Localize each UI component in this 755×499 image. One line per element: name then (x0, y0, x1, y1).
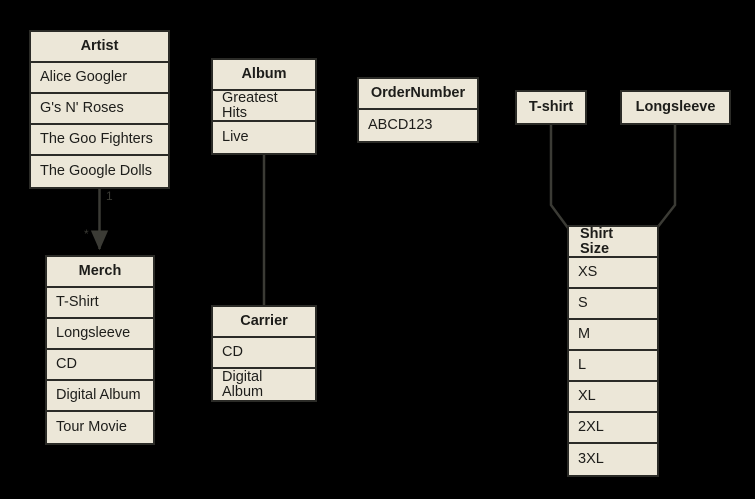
entity-header-merch: Merch (47, 257, 153, 288)
entity-row[interactable]: Greatest Hits (213, 91, 315, 122)
entity-row[interactable]: Tour Movie (47, 412, 153, 443)
entity-row[interactable]: L (569, 351, 657, 382)
entity-row[interactable]: XL (569, 382, 657, 413)
edge-label-one: 1 (106, 189, 113, 203)
entity-header-shirtsize: Shirt Size (569, 227, 657, 258)
entity-row[interactable]: 3XL (569, 444, 657, 475)
entity-row[interactable]: G's N' Roses (31, 94, 168, 125)
entity-header-tshirt: T-shirt (517, 92, 585, 123)
connector-tshirt-to-shirtsize (549, 120, 570, 229)
entity-row[interactable]: XS (569, 258, 657, 289)
entity-ordernumber[interactable]: OrderNumber ABCD123 (357, 77, 479, 143)
entity-row[interactable]: Digital Album (47, 381, 153, 412)
entity-tshirt[interactable]: T-shirt (515, 90, 587, 125)
entity-row[interactable]: CD (213, 338, 315, 369)
entity-album[interactable]: Album Greatest Hits Live (211, 58, 317, 155)
entity-row[interactable]: CD (47, 350, 153, 381)
entity-row[interactable]: M (569, 320, 657, 351)
entity-row[interactable]: Digital Album (213, 369, 315, 400)
entity-row[interactable]: ABCD123 (359, 110, 477, 141)
entity-row[interactable]: The Goo Fighters (31, 125, 168, 156)
entity-row[interactable]: Longsleeve (47, 319, 153, 350)
entity-header-longsleeve: Longsleeve (622, 92, 729, 123)
entity-header-artist: Artist (31, 32, 168, 63)
entity-header-carrier: Carrier (213, 307, 315, 338)
entity-longsleeve[interactable]: Longsleeve (620, 90, 731, 125)
entity-shirtsize[interactable]: Shirt Size XS S M L XL 2XL 3XL (567, 225, 659, 477)
entity-row[interactable]: T-Shirt (47, 288, 153, 319)
entity-merch[interactable]: Merch T-Shirt Longsleeve CD Digital Albu… (45, 255, 155, 445)
entity-row[interactable]: 2XL (569, 413, 657, 444)
edge-label-many: * (84, 227, 89, 241)
entity-artist[interactable]: Artist Alice Googler G's N' Roses The Go… (29, 30, 170, 189)
entity-row[interactable]: S (569, 289, 657, 320)
connector-longsleeve-to-shirtsize (656, 120, 677, 229)
entity-header-ordernumber: OrderNumber (359, 79, 477, 110)
entity-row[interactable]: Alice Googler (31, 63, 168, 94)
entity-row[interactable]: Live (213, 122, 315, 153)
entity-header-album: Album (213, 60, 315, 91)
entity-carrier[interactable]: Carrier CD Digital Album (211, 305, 317, 402)
entity-row[interactable]: The Google Dolls (31, 156, 168, 187)
